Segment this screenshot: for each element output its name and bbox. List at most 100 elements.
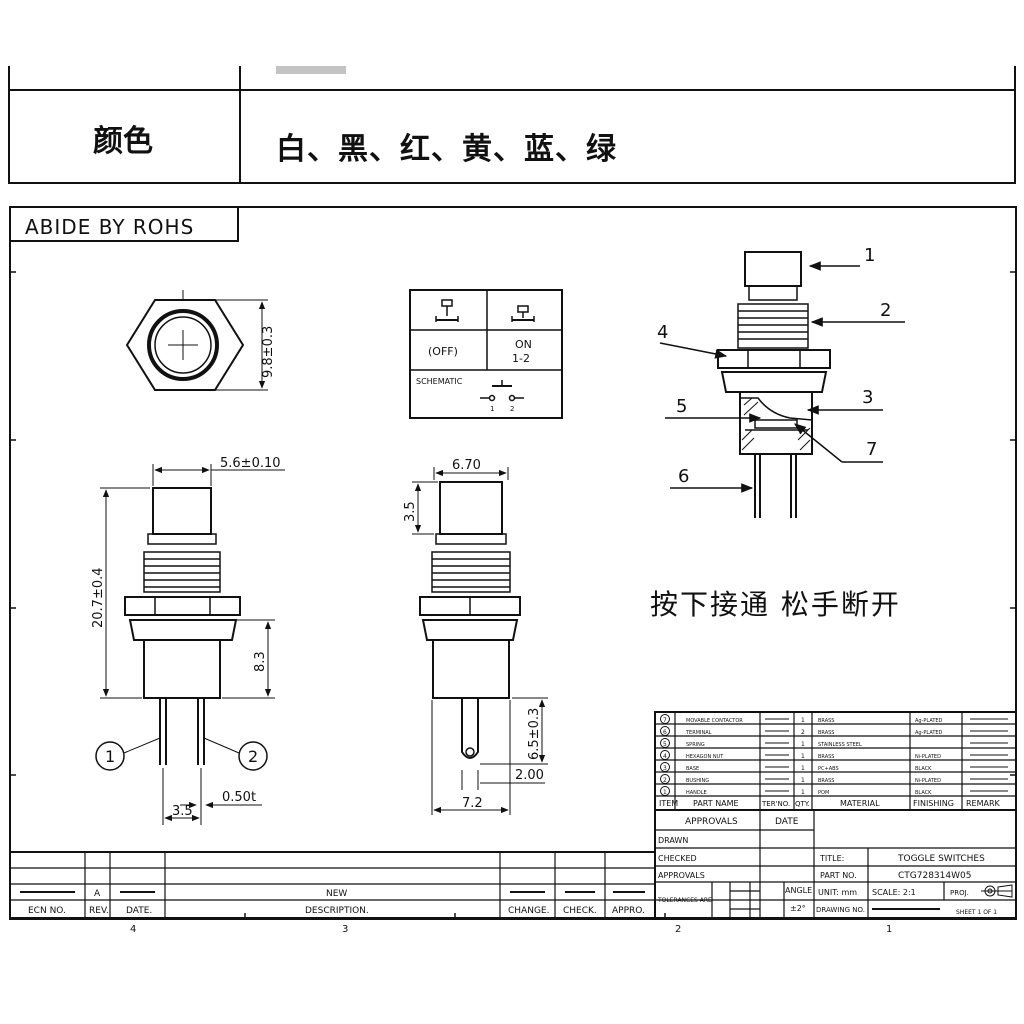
rev-rev: REV. bbox=[89, 906, 109, 916]
color-table: 颜色 白、黑、红、黄、蓝、绿 bbox=[8, 66, 1016, 184]
rev-date: DATE. bbox=[126, 906, 152, 916]
bom-header-item: ITEM bbox=[659, 799, 678, 808]
dim-pin-label-2: 2 bbox=[248, 747, 258, 766]
bom-material: POM bbox=[818, 790, 829, 796]
bom-item: 4 bbox=[663, 753, 667, 760]
bom-part-name: BASE bbox=[686, 766, 699, 772]
zone-4: 4 bbox=[130, 924, 136, 935]
bom-finishing: BLACK bbox=[915, 790, 932, 796]
tb-part-no-label: PART NO. bbox=[820, 871, 857, 880]
tb-part-no-value: CTG728314W05 bbox=[898, 871, 971, 881]
bom-finishing: Ni-PLATED bbox=[915, 754, 941, 760]
color-values: 白、黑、红、黄、蓝、绿 bbox=[276, 132, 617, 167]
bom-header-ter: TER'NO. bbox=[761, 800, 790, 808]
tb-approvals2: APPROVALS bbox=[658, 871, 705, 880]
bom-header-finishing: FINISHING bbox=[913, 799, 954, 808]
bom-qty: 1 bbox=[801, 765, 805, 772]
side-view bbox=[412, 467, 548, 815]
bom-item-circle bbox=[660, 726, 670, 736]
hex-top-view bbox=[125, 290, 268, 391]
tb-proj: PROJ. bbox=[950, 889, 969, 897]
color-label: 颜色 bbox=[93, 124, 153, 159]
dim-cap-width: 5.6±0.10 bbox=[220, 456, 281, 471]
bom-item-circle bbox=[660, 738, 670, 748]
bom-qty: 2 bbox=[801, 729, 805, 736]
revision-block bbox=[9, 851, 656, 919]
callout-6: 6 bbox=[678, 466, 689, 487]
bom-item: 5 bbox=[663, 741, 667, 748]
bom-part-name: MOVABLE CONTACTOR bbox=[686, 718, 743, 724]
tb-title-value: TOGGLE SWITCHES bbox=[897, 854, 985, 864]
bom-table bbox=[654, 711, 1017, 811]
bom-qty: 1 bbox=[801, 789, 805, 796]
dim-pin-length: 6.5±0.3 bbox=[527, 708, 542, 760]
bom-qty: 1 bbox=[801, 741, 805, 748]
tb-unit: UNIT: mm bbox=[818, 888, 857, 897]
dim-pin-spacing: 3.5 bbox=[172, 804, 193, 819]
bom-part-name: HEXAGON NUT bbox=[686, 754, 724, 760]
bom-item: 2 bbox=[663, 777, 667, 784]
bom-part-name: HANDLE bbox=[686, 790, 707, 796]
tb-drawn: DRAWN bbox=[658, 836, 688, 845]
bom-finishing: Ag-PLATED bbox=[915, 730, 943, 736]
tb-angle: ANGLE bbox=[785, 886, 812, 895]
table-on-label: ON bbox=[515, 338, 532, 351]
bom-material: BRASS bbox=[818, 730, 834, 736]
rev-value: A bbox=[94, 889, 101, 899]
switch-state-table bbox=[409, 289, 563, 419]
bom-part-name: SPRING bbox=[686, 742, 705, 748]
callout-3: 3 bbox=[862, 387, 873, 408]
bom-item-circle bbox=[660, 786, 670, 796]
dim-cap-height: 3.5 bbox=[403, 501, 418, 522]
dim-body-height: 8.3 bbox=[253, 651, 268, 672]
projection-symbol-icon bbox=[981, 884, 1013, 898]
rohs-label: ABIDE BY ROHS bbox=[25, 215, 195, 239]
rev-appro: APPRO. bbox=[612, 906, 645, 916]
bom-qty: 1 bbox=[801, 777, 805, 784]
bom-finishing: Ni-PLATED bbox=[915, 778, 941, 784]
bom-part-name: BUSHING bbox=[686, 778, 709, 784]
tb-scale: SCALE: 2:1 bbox=[872, 888, 916, 897]
callout-2: 2 bbox=[880, 300, 891, 321]
tb-approvals: APPROVALS bbox=[685, 817, 738, 827]
bom-item-circle bbox=[660, 762, 670, 772]
bom-item: 6 bbox=[663, 729, 667, 736]
zone-1: 1 bbox=[886, 924, 892, 935]
bom-header-remark: REMARK bbox=[966, 799, 1001, 808]
operation-note: 按下接通 松手断开 bbox=[650, 588, 901, 621]
callout-1: 1 bbox=[864, 245, 875, 266]
tb-angle-val: ±2° bbox=[790, 904, 806, 913]
zone-2: 2 bbox=[675, 924, 681, 935]
table-off-label: (OFF) bbox=[428, 345, 458, 358]
dim-pin-thickness: 0.50t bbox=[222, 790, 256, 805]
dim-base-width: 7.2 bbox=[462, 796, 483, 811]
zone-3: 3 bbox=[342, 924, 348, 935]
tb-sheet: SHEET 1 OF 1 bbox=[956, 909, 997, 916]
rev-ecn: ECN NO. bbox=[28, 906, 66, 916]
table-on-pins: 1-2 bbox=[512, 352, 530, 365]
bom-qty: 1 bbox=[801, 753, 805, 760]
table-schematic-label: SCHEMATIC bbox=[416, 377, 463, 386]
tb-drawing-no: DRAWING NO. bbox=[816, 906, 865, 914]
bom-material: BRASS bbox=[818, 778, 834, 784]
bom-qty: 1 bbox=[801, 717, 805, 724]
bom-item-circle bbox=[660, 774, 670, 784]
bom-item: 7 bbox=[663, 717, 667, 724]
dim-total-height: 20.7±0.4 bbox=[91, 567, 106, 628]
tb-tolerances: TOLERANCES ARE bbox=[657, 897, 712, 904]
dim-pin-width: 2.00 bbox=[515, 768, 544, 783]
bom-material: BRASS bbox=[818, 718, 834, 724]
bom-header-material: MATERIAL bbox=[840, 799, 880, 808]
callout-7: 7 bbox=[866, 439, 877, 460]
rev-description: DESCRIPTION. bbox=[305, 906, 369, 916]
callout-4: 4 bbox=[657, 322, 668, 343]
front-view bbox=[95, 464, 285, 825]
bom-header-qty: QTY. bbox=[795, 800, 810, 808]
dim-hex-dia: 9.8±0.3 bbox=[261, 326, 276, 378]
dim-side-width: 6.70 bbox=[452, 458, 481, 473]
bom-item-circle bbox=[660, 750, 670, 760]
bom-finishing: BLACK bbox=[915, 766, 932, 772]
rev-check: CHECK. bbox=[563, 906, 597, 916]
section-view bbox=[659, 251, 905, 518]
